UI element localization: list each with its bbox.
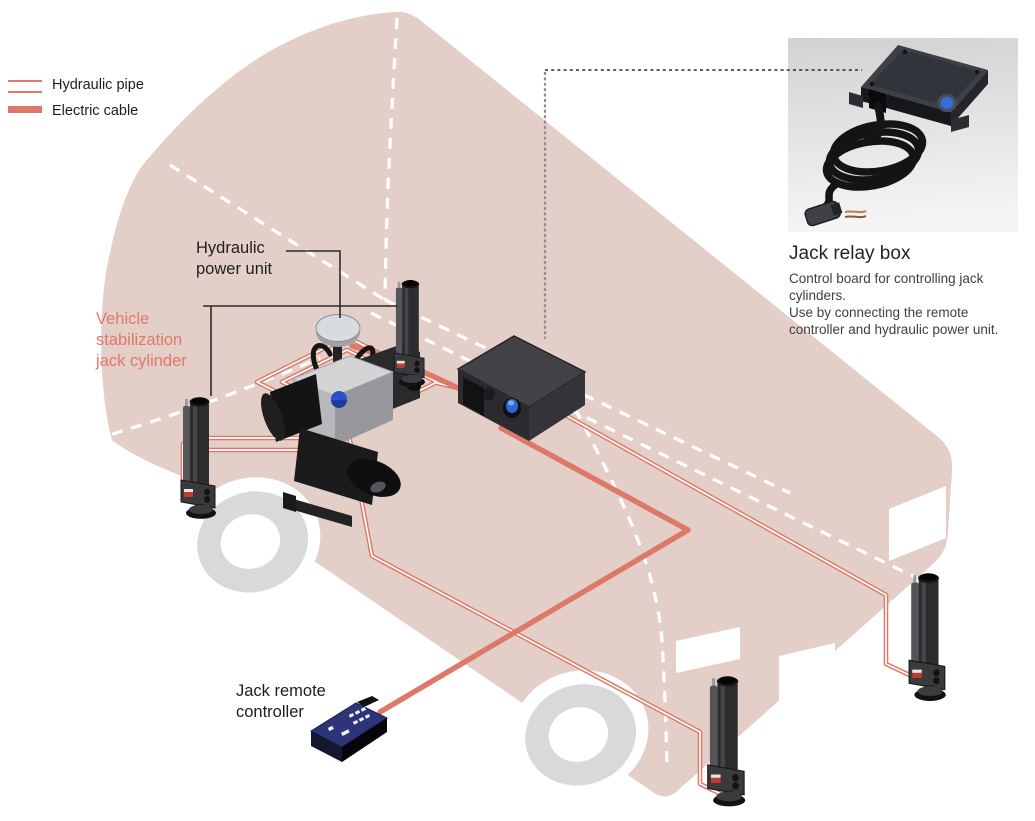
hydraulic-pipe-icon [8,80,42,93]
inset-desc-line4: controller and hydraulic power unit. [789,322,999,337]
jack-remote-controller-illustration [309,696,389,762]
jack-relay-box-illustration [456,335,587,441]
callout-hydraulic-power-unit: Hydraulic power unit [196,238,272,280]
callout-vehicle-jack: Vehicle stabilization jack cylinder [96,309,187,372]
callout-vjack-line2: stabilization [96,331,183,349]
callout-hpu-line2: power unit [196,260,273,278]
jack-cylinder-rear-right [908,572,947,702]
inset-desc-line1: Control board for controlling jack [789,271,984,286]
interior-dashed-outline [92,17,918,765]
rear-window-3 [889,486,946,561]
callout-remote-line2: controller [236,703,304,721]
inset-title: Jack relay box [789,243,911,264]
callout-vjack-line3: jack cylinder [96,352,187,370]
vehicle-jack-leader [203,305,397,396]
callout-remote-line1: Jack remote [236,682,326,700]
hydraulic-power-unit-leader [286,250,341,318]
inset-desc-line2: cylinders. [789,288,847,303]
callout-hpu-line1: Hydraulic [196,239,265,257]
inset-desc-line3: Use by connecting the remote [789,305,969,320]
rear-window-2 [779,643,835,700]
callout-vjack-line1: Vehicle [96,310,150,328]
callout-jack-remote-controller: Jack remote controller [236,681,326,723]
legend-electric-cable-label: Electric cable [52,103,139,119]
inset-description: Control board for controlling jack cylin… [789,270,1027,338]
legend-hydraulic-pipe-label: Hydraulic pipe [52,77,144,93]
electric-cable-icon [8,106,42,113]
rear-wheel [511,670,649,796]
rear-window-1 [676,627,740,673]
jack-relay-box-photo [804,45,988,227]
